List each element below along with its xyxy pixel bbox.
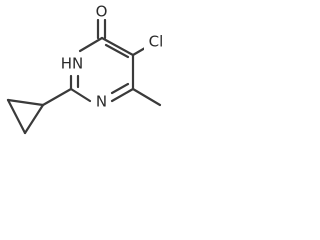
- bond-c6-n1-double: [110, 82, 130, 95]
- nh-atom-label: HN: [61, 55, 84, 73]
- bond-cyclopropyl-c: [6, 98, 27, 135]
- bond-c2-cyclopropyl: [41, 87, 73, 107]
- nitrogen-label-backing: [93, 94, 110, 110]
- chlorine-label-backing: [144, 34, 168, 50]
- bond-n1-c2: [69, 87, 92, 103]
- chlorine-atom-label: Cl: [149, 33, 164, 51]
- bond-n3-c4: [78, 36, 104, 53]
- bond-cyclopropyl-a: [6, 98, 45, 107]
- oxygen-atom-label: O: [96, 3, 108, 21]
- molecule-structure: O Cl HN N: [6, 3, 168, 135]
- bond-c6-n1: [110, 87, 135, 103]
- bond-c4-c5: [100, 36, 135, 57]
- bond-c5-cl: [131, 46, 147, 57]
- nitrogen-atom-label: N: [96, 93, 107, 111]
- bond-c4-c5-double: [104, 43, 130, 59]
- nh-label-backing: [60, 56, 84, 72]
- oxygen-label-backing: [93, 4, 110, 19]
- bond-cyclopropyl-b: [23, 103, 45, 135]
- bond-c6-methyl: [131, 87, 162, 107]
